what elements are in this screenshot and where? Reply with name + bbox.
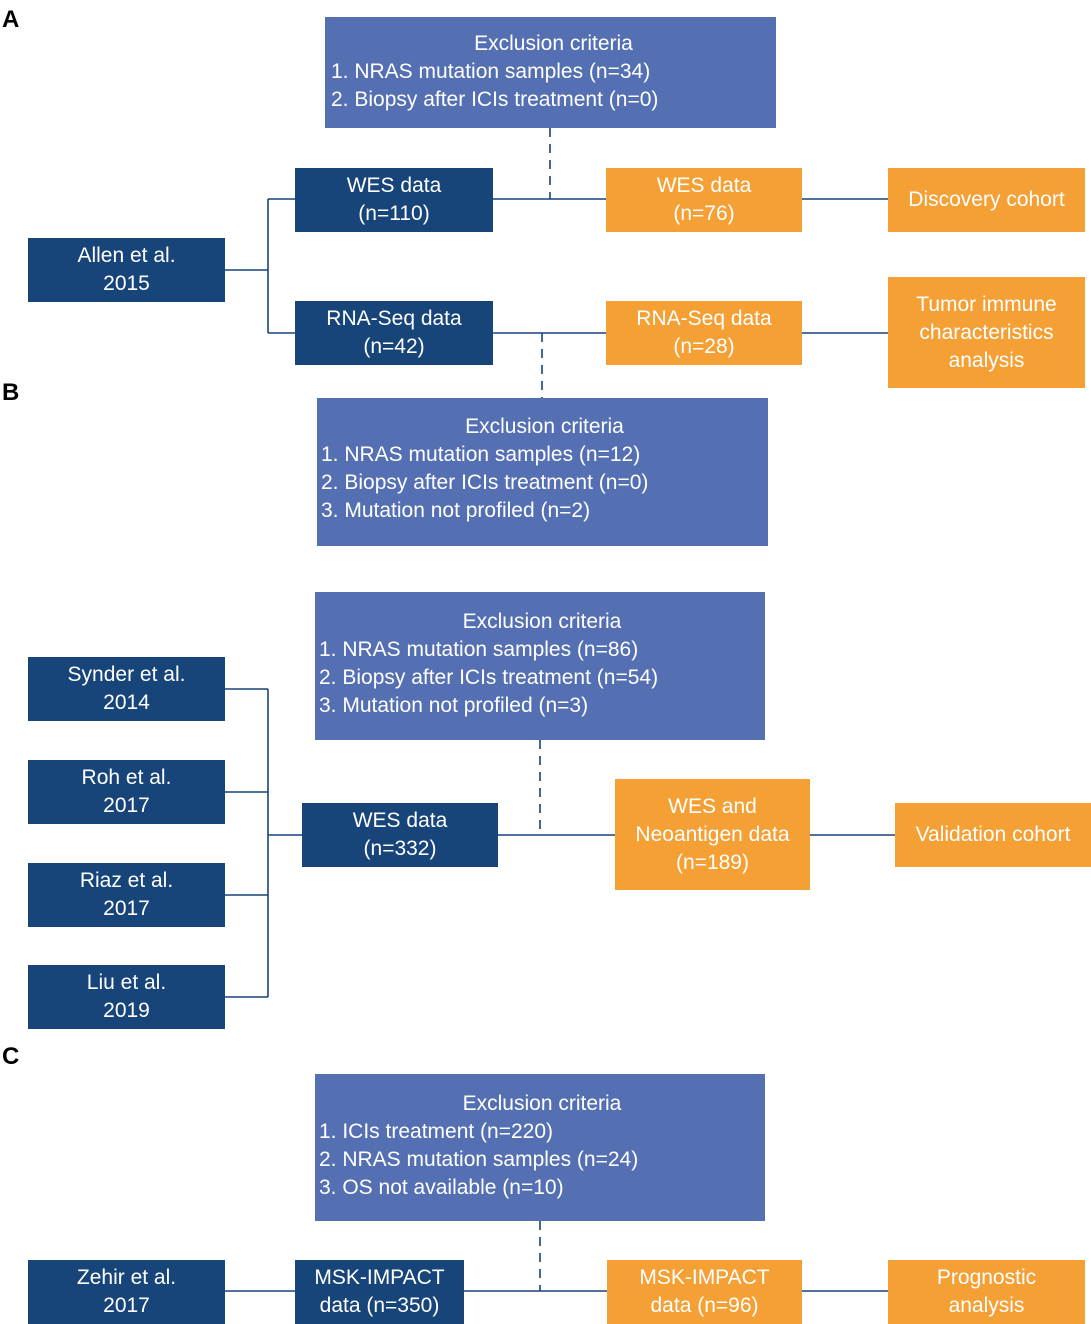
source-label: Roh et al. bbox=[81, 766, 172, 789]
exclusion-item: 2. Biopsy after ICIs treatment (n=54) bbox=[319, 666, 659, 689]
filtered-rna-seq-box: RNA-Seq data (n=28) bbox=[606, 301, 802, 365]
exclusion-item: 1. ICIs treatment (n=220) bbox=[319, 1120, 554, 1143]
exclusion-item: 1. NRAS mutation samples (n=12) bbox=[321, 443, 641, 466]
box-count: (n=76) bbox=[673, 202, 735, 225]
source-label: Riaz et al. bbox=[79, 869, 174, 892]
exclusion-item: 3. Mutation not profiled (n=3) bbox=[319, 694, 589, 717]
source-box-allen: Allen et al. 2015 bbox=[28, 238, 225, 302]
rna-seq-data-box: RNA-Seq data (n=42) bbox=[295, 301, 493, 365]
box-count: (n=110) bbox=[358, 202, 430, 225]
filtered-wes-box: WES data (n=76) bbox=[606, 168, 802, 232]
box-count: data (n=96) bbox=[650, 1294, 759, 1317]
exclusion-item: 1. NRAS mutation samples (n=34) bbox=[331, 60, 651, 83]
panel-label-c: C bbox=[2, 1043, 20, 1070]
box-label: RNA-Seq data bbox=[326, 307, 462, 330]
box-label: MSK-IMPACT bbox=[314, 1266, 445, 1289]
exclusion-title: Exclusion criteria bbox=[474, 32, 633, 55]
source-box-roh: Roh et al. 2017 bbox=[28, 760, 225, 824]
exclusion-item: 2. Biopsy after ICIs treatment (n=0) bbox=[331, 88, 659, 111]
exclusion-title: Exclusion criteria bbox=[462, 610, 622, 633]
box-label: MSK-IMPACT bbox=[639, 1266, 770, 1289]
panel-label-b: B bbox=[2, 379, 20, 406]
validation-cohort-box: Validation cohort bbox=[895, 803, 1091, 867]
exclusion-item: 2. Biopsy after ICIs treatment (n=0) bbox=[321, 471, 649, 494]
source-year: 2017 bbox=[103, 1294, 150, 1317]
source-label: Zehir et al. bbox=[76, 1266, 177, 1289]
panel-label-a: A bbox=[2, 6, 20, 33]
exclusion-item: 1. NRAS mutation samples (n=86) bbox=[319, 638, 639, 661]
tumor-immune-analysis-box: Tumor immune characteristics analysis bbox=[888, 277, 1085, 388]
exclusion-item: 3. OS not available (n=10) bbox=[319, 1176, 564, 1199]
source-box-liu: Liu et al. 2019 bbox=[28, 965, 225, 1029]
box-label: analysis bbox=[948, 1294, 1025, 1317]
box-label: Neoantigen data bbox=[635, 822, 790, 846]
prognostic-analysis-box: Prognostic analysis bbox=[888, 1260, 1085, 1324]
box-label: RNA-Seq data bbox=[636, 307, 772, 330]
exclusion-item: 3. Mutation not profiled (n=2) bbox=[321, 499, 591, 522]
box-label: Discovery cohort bbox=[908, 188, 1065, 211]
box-count: (n=189) bbox=[676, 850, 749, 874]
box-label: Prognostic bbox=[936, 1266, 1037, 1289]
exclusion-item: 2. NRAS mutation samples (n=24) bbox=[319, 1148, 639, 1171]
source-year: 2015 bbox=[103, 272, 150, 295]
box-label: Tumor immune bbox=[916, 292, 1057, 316]
box-label: analysis bbox=[948, 348, 1025, 372]
source-year: 2017 bbox=[103, 897, 150, 920]
box-label: Validation cohort bbox=[915, 823, 1071, 846]
box-label: WES data bbox=[656, 174, 752, 197]
box-label: WES and bbox=[668, 794, 757, 818]
source-box-riaz: Riaz et al. 2017 bbox=[28, 863, 225, 927]
wes-data-box: WES data (n=110) bbox=[295, 168, 493, 232]
exclusion-criteria-box: Exclusion criteria 1. NRAS mutation samp… bbox=[317, 398, 768, 546]
msk-impact-box: MSK-IMPACT data (n=350) bbox=[295, 1260, 464, 1324]
source-box-zehir: Zehir et al. 2017 bbox=[28, 1260, 225, 1324]
box-count: (n=42) bbox=[363, 335, 425, 358]
wes-data-box: WES data (n=332) bbox=[302, 803, 498, 867]
discovery-cohort-box: Discovery cohort bbox=[888, 168, 1085, 232]
source-label: Liu et al. bbox=[86, 971, 167, 994]
exclusion-title: Exclusion criteria bbox=[465, 415, 624, 438]
exclusion-criteria-box: Exclusion criteria 1. ICIs treatment (n=… bbox=[315, 1074, 765, 1221]
source-year: 2017 bbox=[103, 794, 150, 817]
source-label: Allen et al. bbox=[77, 244, 176, 267]
wes-neoantigen-box: WES and Neoantigen data (n=189) bbox=[615, 779, 810, 890]
source-label: Synder et al. bbox=[67, 663, 186, 686]
box-label: WES data bbox=[346, 174, 442, 197]
exclusion-criteria-box: Exclusion criteria 1. NRAS mutation samp… bbox=[325, 17, 776, 128]
exclusion-title: Exclusion criteria bbox=[462, 1092, 622, 1115]
box-count: (n=28) bbox=[673, 335, 735, 358]
box-label: WES data bbox=[352, 809, 448, 832]
filtered-msk-impact-box: MSK-IMPACT data (n=96) bbox=[607, 1260, 802, 1324]
source-year: 2019 bbox=[103, 999, 150, 1022]
box-count: data (n=350) bbox=[319, 1294, 440, 1317]
exclusion-criteria-box: Exclusion criteria 1. NRAS mutation samp… bbox=[315, 592, 765, 740]
source-year: 2014 bbox=[103, 691, 150, 714]
source-box-synder: Synder et al. 2014 bbox=[28, 657, 225, 721]
box-count: (n=332) bbox=[363, 837, 437, 860]
box-label: characteristics bbox=[919, 320, 1054, 344]
